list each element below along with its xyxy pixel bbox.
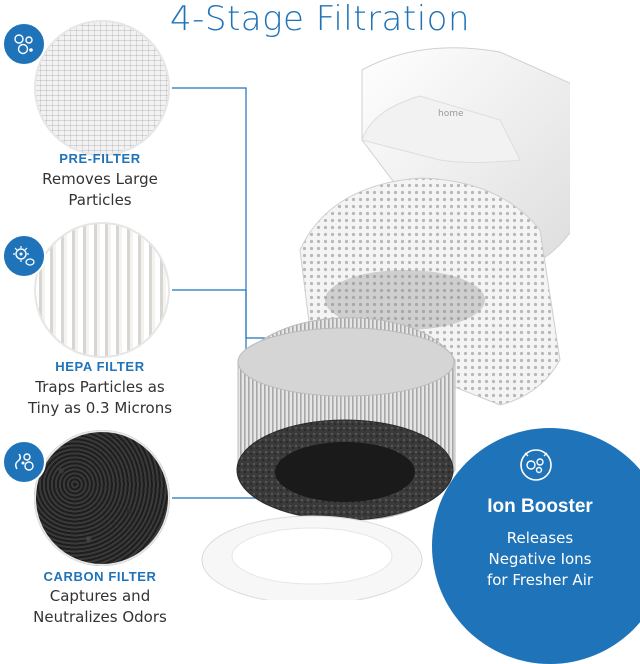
pre-filter-name: PRE-FILTER <box>59 151 141 166</box>
pollen-icon <box>2 22 46 66</box>
pre-filter-swatch <box>34 20 170 156</box>
ion-booster-desc: Releases Negative Ions for Fresher Air <box>432 528 640 591</box>
odor-molecules-icon <box>2 440 46 484</box>
hepa-filter-name: HEPA FILTER <box>55 359 145 374</box>
ion-booster-desc-line2: Negative Ions <box>488 550 592 568</box>
ion-booster-title: Ion Booster <box>487 496 593 517</box>
pre-filter-desc-line1: Removes Large <box>42 170 158 188</box>
hepa-filter-swatch <box>34 222 170 358</box>
hepa-filter-desc-line1: Traps Particles as <box>35 378 165 396</box>
page-title: 4-Stage Filtration <box>169 0 471 39</box>
pre-filter-desc-line2: Particles <box>68 191 132 209</box>
carbon-ring <box>236 419 454 521</box>
base-disc <box>201 515 423 600</box>
carbon-filter-name: CARBON FILTER <box>43 569 157 584</box>
microbe-icon <box>2 234 46 278</box>
ion-booster-desc-line3: for Fresher Air <box>486 571 594 589</box>
brand-mark: home <box>438 109 464 119</box>
hepa-filter-desc-line2: Tiny as 0.3 Microns <box>27 399 173 417</box>
carbon-filter-desc-line1: Captures and <box>49 587 151 605</box>
ion-booster-circle <box>432 428 640 664</box>
ion-booster-desc-line1: Releases <box>506 529 574 547</box>
carbon-filter-swatch <box>34 430 170 566</box>
ion-molecule-icon <box>520 449 552 481</box>
air-purifier-exploded-view: home <box>201 47 570 600</box>
carbon-filter-desc-line2: Neutralizes Odors <box>33 608 167 626</box>
